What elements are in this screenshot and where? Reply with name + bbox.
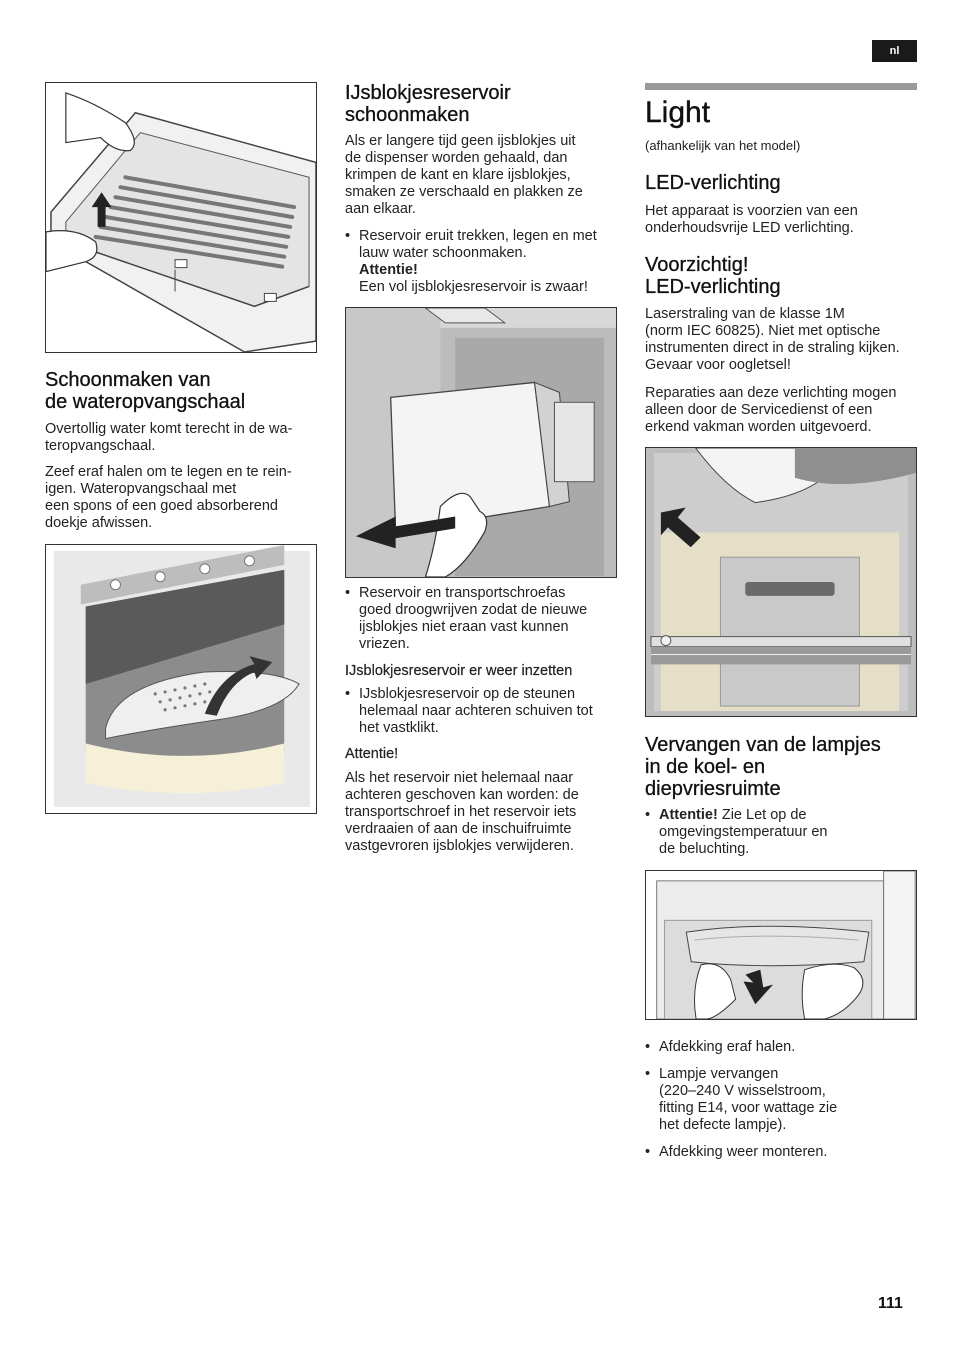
attention-label-2: Attentie!	[345, 746, 399, 762]
drip-tray-paragraph-1: Overtollig water komt terecht in de wa- …	[45, 421, 293, 454]
light-subtitle: (afhankelijk van het model)	[645, 138, 801, 153]
list-item-text: Reservoir eruit trekken, legen en met la…	[359, 228, 597, 261]
ice-reservoir-heading: IJsblokjesreservoir schoonmaken	[345, 82, 511, 126]
list-item: IJsblokjesreservoir op de steunen helema…	[345, 686, 617, 737]
caution-paragraph-2: Reparaties aan deze verlichting mogen al…	[645, 385, 897, 435]
figure-drip-tray-removal	[45, 544, 317, 814]
ice-reservoir-list-2: Reservoir en transportschroefas goed dro…	[345, 585, 617, 653]
ice-reservoir-list-1: Reservoir eruit trekken, legen en met la…	[345, 228, 617, 296]
list-item: Afdekking eraf halen.	[645, 1039, 917, 1056]
list-item: Reservoir eruit trekken, legen en met la…	[345, 228, 617, 296]
led-text: Het apparaat is voorzien van een onderho…	[645, 203, 858, 236]
ice-reservoir-intro: Als er langere tijd geen ijsblokjes uit …	[345, 133, 583, 217]
drip-tray-paragraph-2: Zeef eraf halen om te legen en te rein- …	[45, 464, 292, 531]
section-top-bar	[645, 83, 917, 90]
led-heading: LED-verlichting	[645, 172, 781, 194]
reinsert-subheading: IJsblokjesreservoir er weer inzetten	[345, 663, 573, 679]
figure-lamp-cover	[645, 870, 917, 1020]
replace-attention-list: Attentie! Zie Let op de omgevingstempera…	[645, 807, 917, 858]
figure-led-light	[645, 447, 917, 717]
page-number: 111	[878, 1295, 903, 1312]
drip-tray-heading: Schoonmaken van de wateropvangschaal	[45, 369, 246, 413]
light-title: Light	[645, 96, 711, 129]
attention-label: Attentie!	[659, 807, 718, 823]
caution-paragraph-1: Laserstraling van de klasse 1M (norm IEC…	[645, 306, 900, 373]
attention-label: Attentie!	[359, 262, 418, 278]
attention-text-2: Als het reservoir niet helemaal naar ach…	[345, 770, 579, 854]
attention-text: Een vol ijsblokjesreservoir is zwaar!	[359, 279, 588, 295]
figure-drip-tray-grid	[45, 82, 317, 353]
list-item: Attentie! Zie Let op de omgevingstempera…	[645, 807, 917, 858]
list-item: Afdekking weer monteren.	[645, 1144, 917, 1161]
attention-text: Zie Let op de omgevingstemperatuur en de…	[659, 807, 828, 857]
list-item: Lampje vervangen (220–240 V wisselstroom…	[645, 1066, 917, 1134]
caution-heading: Voorzichtig! LED-verlichting	[645, 254, 781, 298]
ice-reservoir-list-3: IJsblokjesreservoir op de steunen helema…	[345, 686, 617, 737]
list-item: Reservoir en transportschroefas goed dro…	[345, 585, 617, 653]
language-badge: nl	[872, 40, 917, 62]
replace-lamps-heading: Vervangen van de lampjes in de koel- en …	[645, 734, 881, 800]
figure-ice-reservoir-removal	[345, 307, 617, 578]
replace-steps-list: Afdekking eraf halen. Lampje vervangen (…	[645, 1039, 917, 1161]
